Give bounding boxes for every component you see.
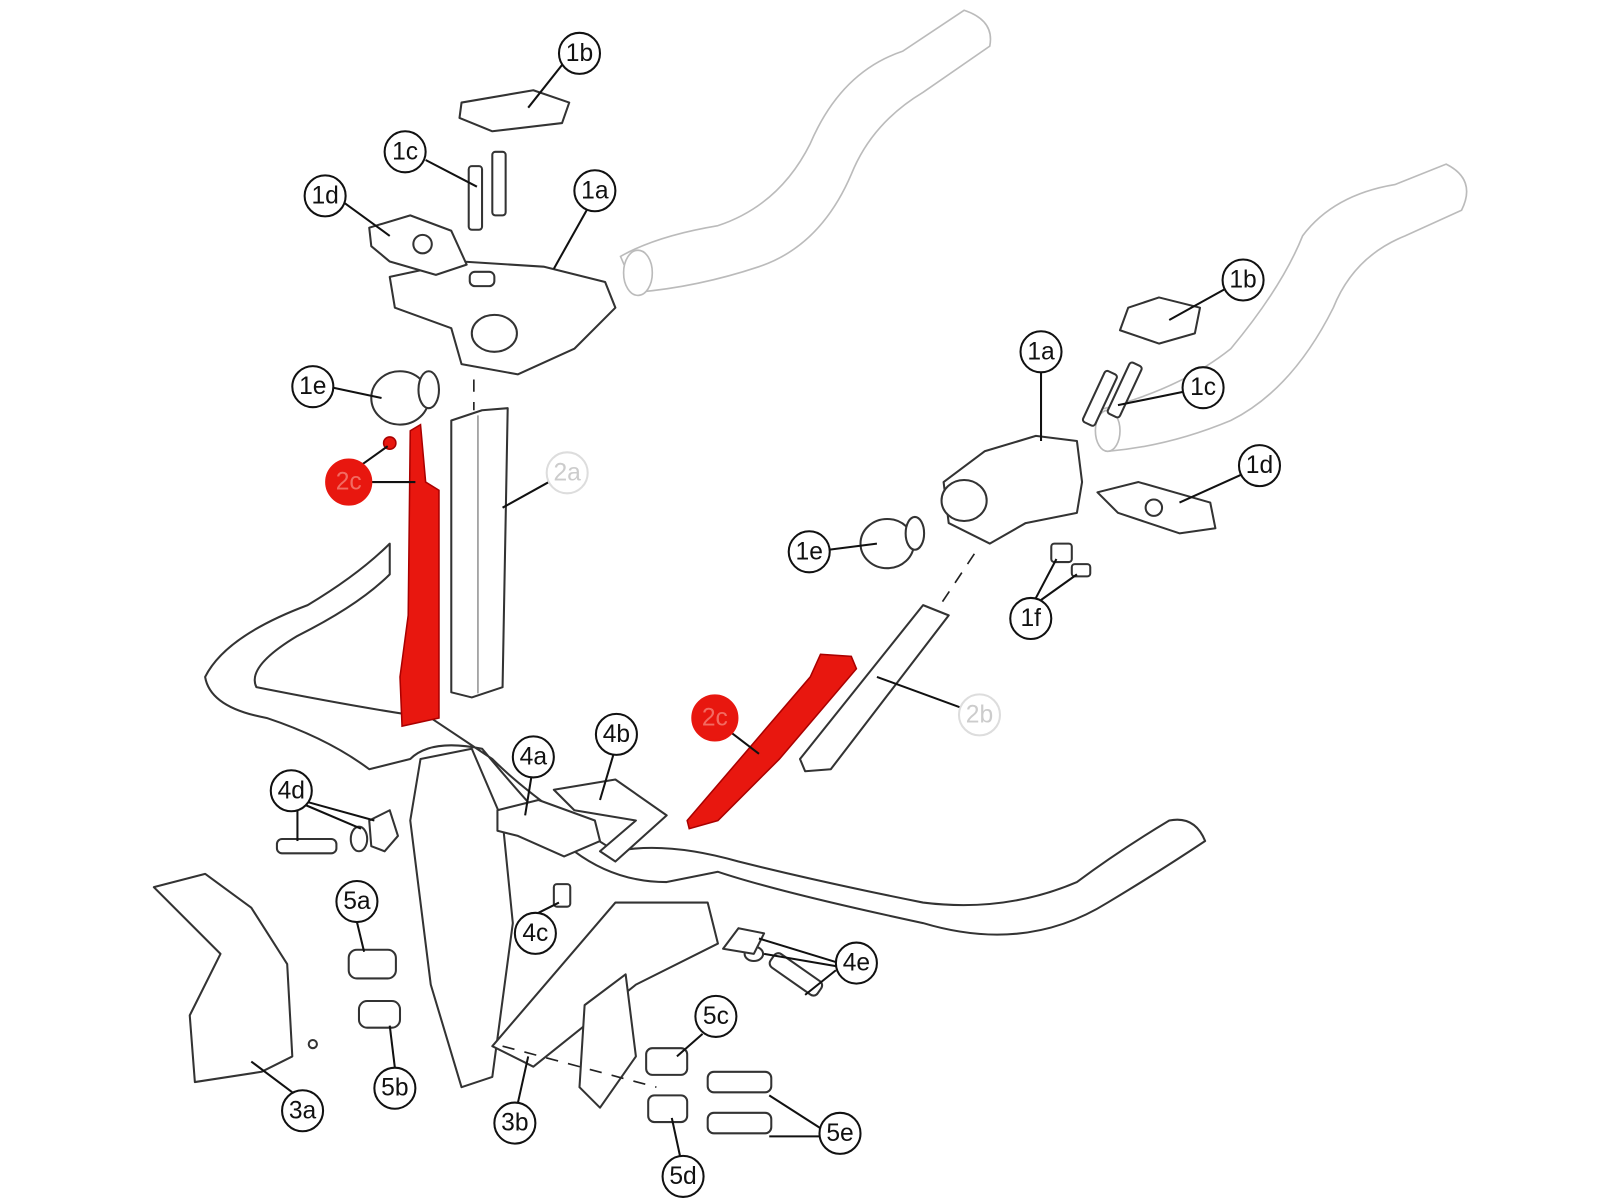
right-clip-1f — [1050, 542, 1092, 578]
svg-text:5b: 5b — [381, 1075, 408, 1102]
bracket-4a — [496, 798, 602, 858]
svg-text:1c: 1c — [392, 138, 418, 165]
svg-text:5e: 5e — [826, 1120, 853, 1147]
callout-5a: 5a — [335, 879, 379, 924]
svg-text:1f: 1f — [1021, 605, 1042, 632]
callout-1c-left: 1c — [383, 130, 427, 174]
spacer-5b — [357, 999, 402, 1029]
bolt-4d — [275, 809, 399, 855]
callout-4b: 4b — [594, 712, 638, 756]
svg-text:4d: 4d — [278, 777, 305, 804]
callout-4d: 4d — [269, 769, 313, 813]
svg-text:1a: 1a — [581, 177, 609, 204]
fairing-3a — [152, 872, 318, 1084]
callout-5b: 5b — [373, 1066, 417, 1110]
spacer-5a — [347, 948, 397, 980]
svg-text:2a: 2a — [553, 459, 581, 486]
nut-5d — [647, 1094, 689, 1124]
svg-text:3a: 3a — [289, 1097, 317, 1124]
left-stack-1a — [388, 260, 617, 376]
svg-text:1d: 1d — [311, 182, 338, 209]
callout-4a: 4a — [511, 735, 555, 779]
callout-2c-right: 2c — [691, 694, 739, 742]
right-pad-1b — [1118, 296, 1202, 345]
svg-text:2c: 2c — [336, 469, 362, 496]
right-cap-1e — [859, 515, 926, 570]
callout-1a-right: 1a — [1019, 330, 1063, 374]
callout-3a: 3a — [281, 1089, 325, 1133]
svg-text:1c: 1c — [1190, 374, 1216, 401]
svg-text:4a: 4a — [520, 743, 548, 770]
left-riser-2a — [450, 407, 509, 699]
callout-1e-right: 1e — [787, 530, 831, 574]
callout-1d-left: 1d — [303, 174, 347, 218]
callout-1a-left: 1a — [573, 169, 617, 213]
callout-2b: 2b — [957, 693, 1002, 737]
bracket-4b — [552, 778, 668, 863]
svg-text:2b: 2b — [966, 701, 993, 728]
right-bolts-1c — [1081, 361, 1143, 427]
callout-2c-left: 2c — [325, 458, 373, 506]
svg-text:4b: 4b — [603, 721, 630, 748]
left-cover-2c-highlighted — [382, 423, 440, 728]
svg-text:4c: 4c — [522, 920, 548, 947]
callout-4c: 4c — [513, 911, 557, 955]
svg-text:1d: 1d — [1246, 452, 1273, 479]
nut-5c — [645, 1047, 689, 1076]
svg-text:1b: 1b — [1229, 267, 1256, 294]
callout-3b: 3b — [493, 1101, 537, 1145]
svg-text:2c: 2c — [702, 704, 728, 731]
right-riser-2b — [798, 604, 950, 773]
callout-1e-left: 1e — [291, 365, 335, 409]
callout-2a: 2a — [545, 451, 589, 495]
svg-text:5c: 5c — [703, 1003, 729, 1030]
svg-text:1e: 1e — [299, 373, 326, 400]
bolts-5e — [706, 1070, 773, 1135]
svg-text:1b: 1b — [566, 40, 593, 67]
left-extension-bar-ghost — [619, 9, 992, 297]
left-bolts-1c — [467, 150, 507, 231]
left-cap-1e — [370, 370, 440, 426]
svg-text:5a: 5a — [343, 888, 371, 915]
left-plate-1d — [368, 214, 468, 276]
right-cover-2c-highlighted — [686, 653, 858, 830]
svg-text:1a: 1a — [1027, 338, 1055, 365]
bolt-4e — [722, 927, 824, 997]
callout-1b-left: 1b — [557, 31, 602, 75]
callout-5d: 5d — [661, 1154, 705, 1198]
leader-lines — [250, 62, 1242, 1157]
right-plate-1d — [1096, 481, 1217, 535]
right-stack-1a — [940, 434, 1084, 545]
svg-text:4e: 4e — [843, 950, 870, 977]
pin-4c — [552, 883, 572, 908]
svg-text:1e: 1e — [796, 538, 823, 565]
callout-5c: 5c — [694, 994, 738, 1038]
callout-1b-right: 1b — [1221, 258, 1265, 302]
svg-text:5d: 5d — [669, 1163, 696, 1190]
left-pad-1b — [458, 89, 571, 133]
callout-1f: 1f — [1009, 596, 1053, 640]
callout-1d-right: 1d — [1237, 444, 1282, 488]
callout-5e: 5e — [818, 1111, 862, 1155]
callout-1c-right: 1c — [1181, 366, 1225, 410]
basebar — [204, 542, 1207, 1109]
callout-4e: 4e — [834, 941, 878, 985]
svg-text:3b: 3b — [501, 1110, 528, 1137]
